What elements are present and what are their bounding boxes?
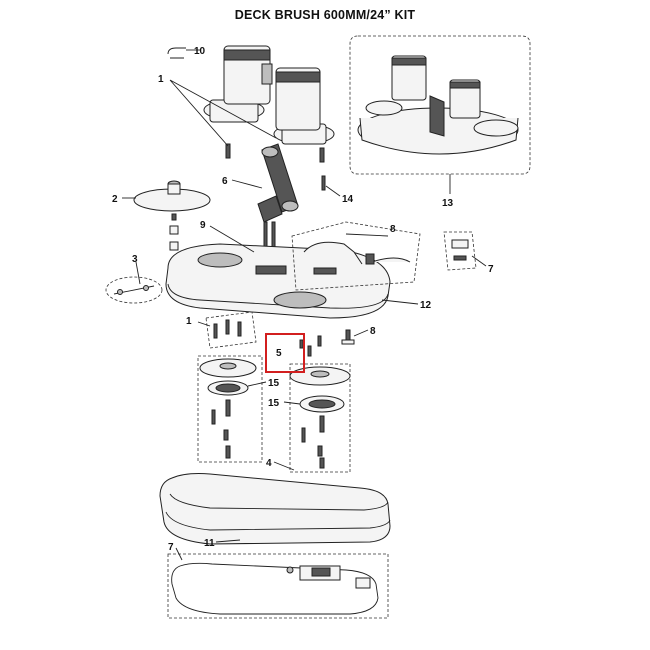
callout-7-upper: 7 (488, 264, 494, 275)
callout-10: 10 (194, 46, 206, 57)
part-7-bracket-upper (443, 231, 477, 271)
callout-12: 12 (420, 300, 432, 311)
callout-2: 2 (112, 194, 118, 205)
leader-lines (122, 49, 487, 561)
callout-1-lower: 1 (186, 316, 192, 327)
part-8-handle (291, 221, 421, 291)
right-pulley-stack (289, 363, 351, 473)
callout-15-right: 15 (268, 398, 280, 409)
callout-1-top: 1 (158, 74, 164, 85)
diagram-title: DECK BRUSH 600MM/24” KIT (234, 8, 416, 22)
callout-7-lower: 7 (168, 542, 174, 553)
callout-11: 11 (204, 538, 215, 549)
inset-assembly-view (349, 35, 531, 175)
callout-5: 5 (276, 348, 282, 359)
part-5-bolt-column (299, 335, 322, 357)
part-14-pin (321, 175, 326, 191)
callout-4: 4 (266, 458, 272, 469)
part-6-pivot-arm (257, 143, 299, 249)
callout-13: 13 (442, 198, 454, 209)
part-10-clip (167, 47, 186, 59)
part-12-base-deck (165, 243, 391, 319)
callout-3: 3 (132, 254, 138, 265)
callout-15-left: 15 (268, 378, 280, 389)
callout-14: 14 (342, 194, 354, 205)
callout-8-lower: 8 (370, 326, 376, 337)
left-pulley-stack (197, 355, 263, 463)
part-4-skirt (159, 473, 391, 545)
part-1-fastener-set (205, 311, 257, 349)
part-1-motor-left (203, 45, 273, 159)
callout-9: 9 (200, 220, 206, 231)
part-1-motor-right (273, 67, 335, 163)
callout-8-upper: 8 (390, 224, 396, 235)
callout-6: 6 (222, 176, 228, 187)
highlight-box-part-5 (265, 333, 305, 373)
part-2-brush-mount (133, 180, 211, 251)
part-8-bolt (341, 329, 355, 345)
part-7-lower-set (167, 553, 389, 619)
part-3-link (105, 276, 163, 304)
